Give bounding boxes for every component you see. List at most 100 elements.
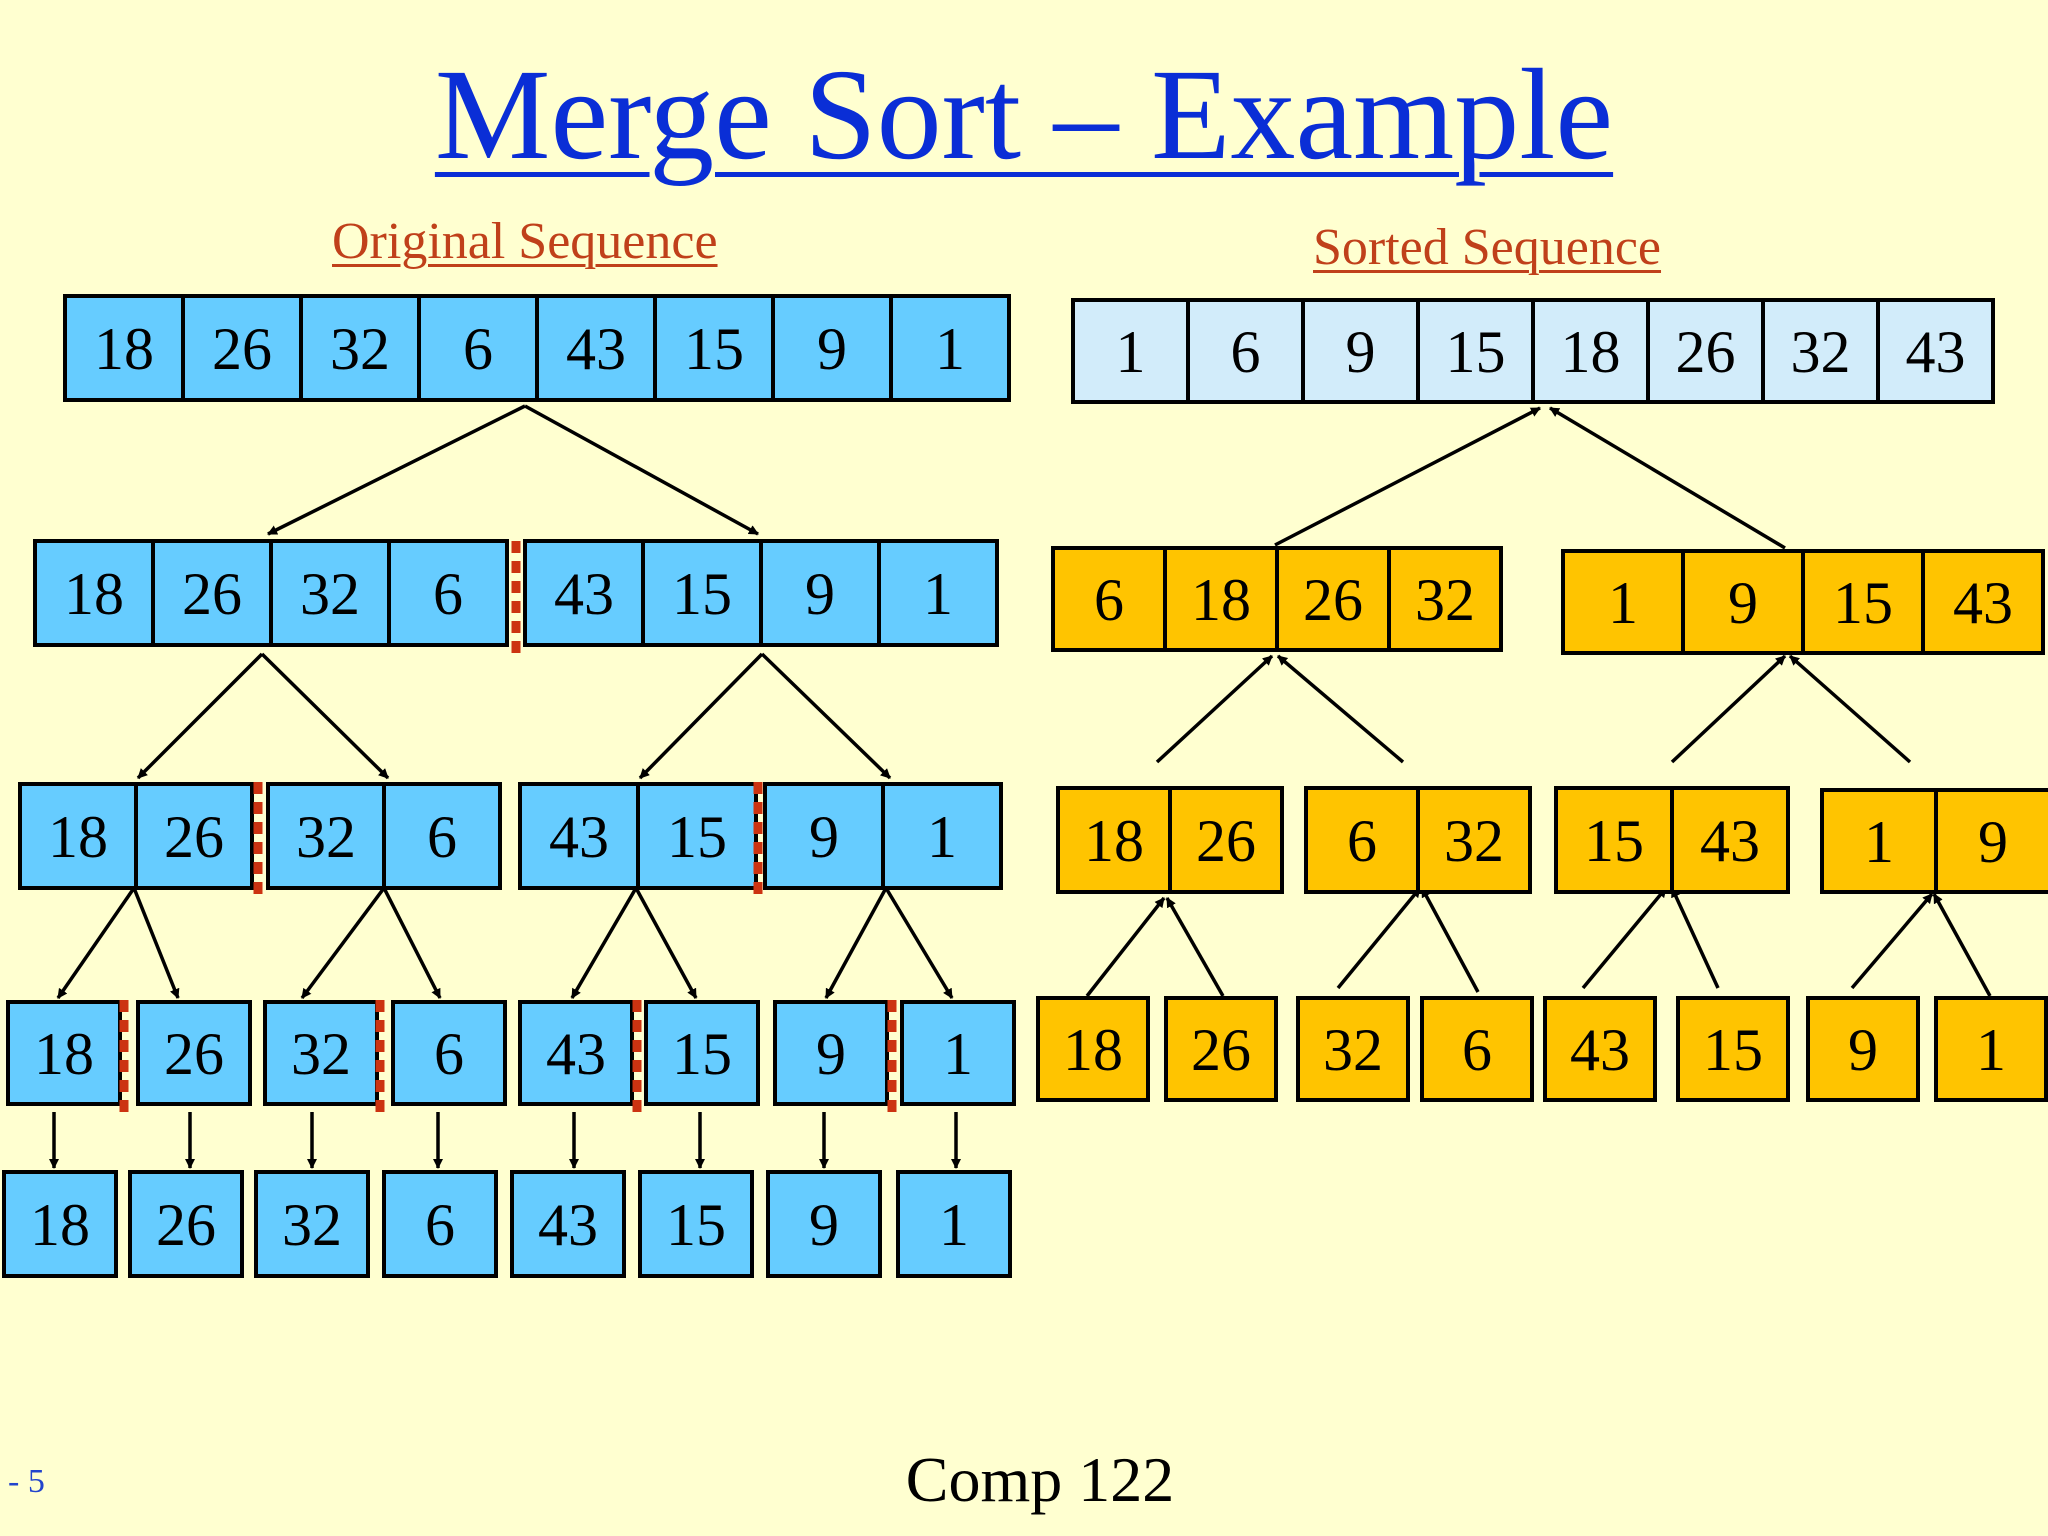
svg-text:9: 9 xyxy=(1848,1017,1878,1083)
sorted-cell-4: 18 xyxy=(1531,298,1650,404)
merge-leaf-cell-0: 18 xyxy=(1036,996,1150,1102)
svg-text:43: 43 xyxy=(546,1021,606,1087)
split-l2-b-cell-1: 6 xyxy=(382,782,502,890)
split-leaf-cell-3: 6 xyxy=(382,1170,498,1278)
split-leaf-cell-7: 1 xyxy=(896,1170,1012,1278)
split-arrow-4 xyxy=(638,652,764,780)
split-l1-right-cell-1: 15 xyxy=(641,539,763,647)
svg-text:9: 9 xyxy=(809,1192,839,1258)
split-arrow-1 xyxy=(524,404,759,536)
merge-l2-c-cell-1: 43 xyxy=(1670,786,1790,894)
svg-text:32: 32 xyxy=(1791,319,1851,385)
split-leaf-cell-5: 15 xyxy=(638,1170,754,1278)
svg-text:43: 43 xyxy=(1953,570,2013,636)
svg-text:9: 9 xyxy=(1728,570,1758,636)
merge-arrow-6 xyxy=(1085,896,1166,998)
svg-text:18: 18 xyxy=(30,1192,90,1258)
svg-text:18: 18 xyxy=(1084,808,1144,874)
split-l1-right-cell-0: 43 xyxy=(523,539,645,647)
svg-text:1: 1 xyxy=(1976,1017,2006,1083)
svg-text:26: 26 xyxy=(1191,1017,1251,1083)
merge-l1-right-cell-3: 43 xyxy=(1921,549,2045,655)
merge-leaf-cell-7: 1 xyxy=(1934,996,2048,1102)
svg-text:15: 15 xyxy=(1584,808,1644,874)
svg-text:18: 18 xyxy=(1191,567,1251,633)
svg-text:9: 9 xyxy=(809,804,839,870)
svg-text:26: 26 xyxy=(1676,319,1736,385)
svg-text:18: 18 xyxy=(48,804,108,870)
page-number: - 5 xyxy=(8,1463,45,1500)
split-l3-cell-2: 32 xyxy=(263,1000,379,1106)
svg-text:1: 1 xyxy=(927,804,957,870)
merge-l2-b-cell-1: 32 xyxy=(1416,786,1532,894)
original-cell-7: 1 xyxy=(889,294,1011,402)
split-arrow-8 xyxy=(300,886,386,1000)
svg-text:1: 1 xyxy=(1864,809,1894,875)
svg-text:43: 43 xyxy=(549,804,609,870)
split-leaf-cell-2: 32 xyxy=(254,1170,370,1278)
svg-text:6: 6 xyxy=(427,804,457,870)
split-l3-cell-6: 9 xyxy=(773,1000,889,1106)
svg-text:43: 43 xyxy=(538,1192,598,1258)
sorted-cell-3: 15 xyxy=(1416,298,1535,404)
arrows-layer xyxy=(49,404,1992,1169)
svg-text:18: 18 xyxy=(1063,1017,1123,1083)
split-l1-left-cell-0: 18 xyxy=(33,539,155,647)
svg-text:6: 6 xyxy=(1094,567,1124,633)
svg-text:15: 15 xyxy=(1446,319,1506,385)
split-l2-b-cell-0: 32 xyxy=(266,782,386,890)
merge-arrow-0 xyxy=(1274,406,1541,547)
svg-text:32: 32 xyxy=(291,1021,351,1087)
svg-text:26: 26 xyxy=(1303,567,1363,633)
original-cell-1: 26 xyxy=(181,294,303,402)
svg-text:6: 6 xyxy=(433,561,463,627)
merge-arrow-5 xyxy=(1788,654,1912,764)
split-arrow-7 xyxy=(132,887,180,999)
split-l3-cell-3: 6 xyxy=(391,1000,507,1106)
split-l2-c-cell-1: 15 xyxy=(636,782,758,890)
merge-leaf-cell-5: 15 xyxy=(1676,996,1790,1102)
footer-course-label: Comp 122 xyxy=(905,1444,1175,1515)
svg-text:18: 18 xyxy=(94,316,154,382)
split-l2-d-cell-1: 1 xyxy=(881,782,1003,890)
svg-text:43: 43 xyxy=(554,561,614,627)
merge-l2-a-cell-0: 18 xyxy=(1056,786,1172,894)
original-cell-2: 32 xyxy=(299,294,421,402)
split-leaf-cell-0: 18 xyxy=(2,1170,118,1278)
merge-leaf-cell-6: 9 xyxy=(1806,996,1920,1102)
svg-text:9: 9 xyxy=(805,561,835,627)
original-cell-5: 15 xyxy=(653,294,775,402)
split-arrow-11 xyxy=(634,887,698,999)
split-l1-left-cell-3: 6 xyxy=(387,539,509,647)
split-leaf-cell-1: 26 xyxy=(128,1170,244,1278)
merge-l2-c-cell-0: 15 xyxy=(1554,786,1674,894)
svg-text:1: 1 xyxy=(1116,319,1146,385)
svg-text:26: 26 xyxy=(1196,808,1256,874)
svg-text:15: 15 xyxy=(1833,570,1893,636)
svg-text:15: 15 xyxy=(1703,1017,1763,1083)
split-l3-cell-7: 1 xyxy=(900,1000,1016,1106)
svg-text:15: 15 xyxy=(666,1192,726,1258)
merge-l1-right-cell-0: 1 xyxy=(1561,549,1685,655)
split-l3-cell-5: 15 xyxy=(644,1000,760,1106)
svg-text:1: 1 xyxy=(923,561,953,627)
sorted-cell-7: 43 xyxy=(1876,298,1995,404)
merge-l2-d-cell-0: 1 xyxy=(1820,788,1938,894)
split-arrow-10 xyxy=(570,887,638,999)
merge-l2-d-cell-1: 9 xyxy=(1934,788,2048,894)
merge-arrow-3 xyxy=(1276,654,1405,764)
merge-arrow-12 xyxy=(1850,892,1934,990)
merge-arrow-8 xyxy=(1336,886,1422,990)
split-l2-a-cell-1: 26 xyxy=(134,782,254,890)
merge-arrow-1 xyxy=(1549,406,1786,550)
split-arrow-6 xyxy=(56,887,136,999)
original-cell-6: 9 xyxy=(771,294,893,402)
original-sequence-heading: Original Sequence xyxy=(332,213,718,270)
svg-text:6: 6 xyxy=(1462,1017,1492,1083)
svg-text:15: 15 xyxy=(672,1021,732,1087)
svg-text:43: 43 xyxy=(566,316,626,382)
svg-text:32: 32 xyxy=(330,316,390,382)
merge-l1-left-cell-3: 32 xyxy=(1387,546,1503,652)
svg-text:6: 6 xyxy=(434,1021,464,1087)
